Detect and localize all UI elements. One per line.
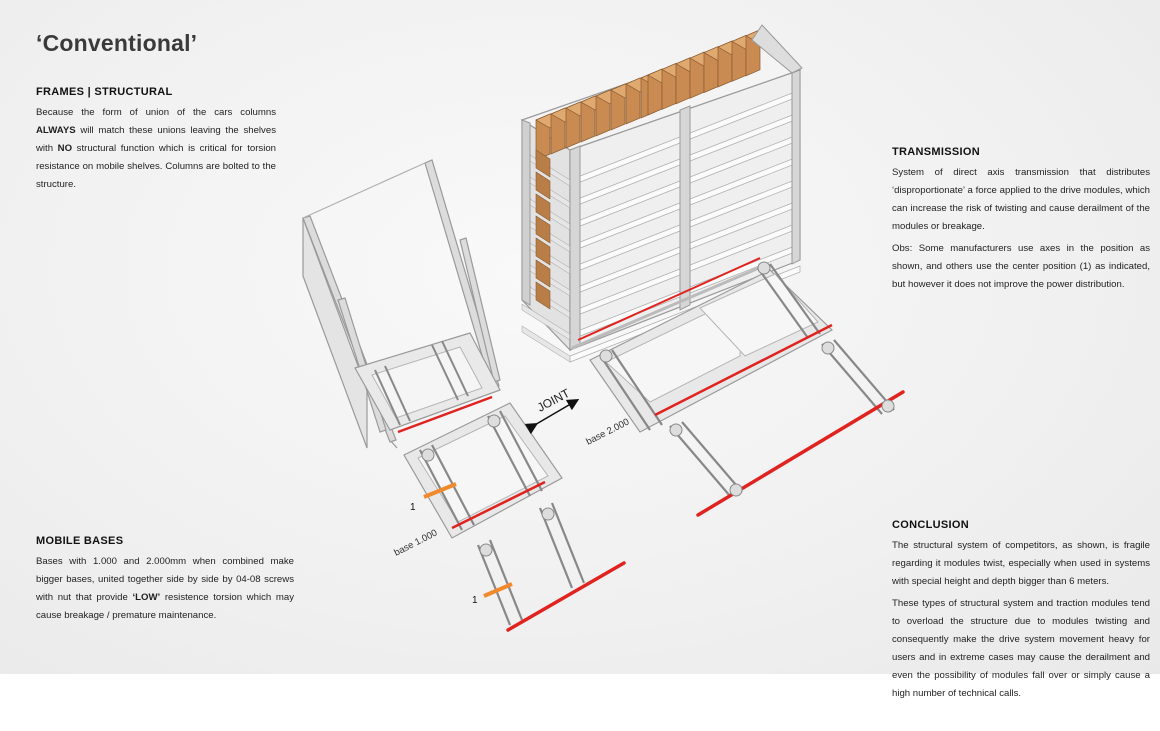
- marker-1-lower: 1: [472, 595, 478, 606]
- frames-heading: FRAMES | STRUCTURAL: [36, 86, 173, 98]
- drive-module-right: [669, 339, 905, 517]
- archive-box-side: [535, 215, 551, 244]
- conclusion-section: CONCLUSION The structural system of comp…: [892, 519, 1150, 703]
- marker-1-upper: 1: [410, 502, 416, 513]
- frames-text-2: will match these unions leaving the shel…: [36, 125, 276, 154]
- mobile-bases-bold-low: ‘LOW’: [132, 592, 161, 603]
- conclusion-paragraph-2: These types of structural system and tra…: [892, 598, 1150, 699]
- archive-box-side: [535, 259, 551, 288]
- base-1000-label: base 1.000: [392, 528, 439, 559]
- conclusion-paragraph-1: The structural system of competitors, as…: [892, 540, 1150, 587]
- joint-arrow: [524, 398, 580, 435]
- archive-box-side: [535, 281, 551, 310]
- shelf-side: [521, 325, 571, 363]
- page-title: ‘Conventional’: [36, 30, 198, 56]
- archive-box-side: [535, 237, 551, 266]
- transmission-paragraph-2: Obs: Some manufacturers use axes in the …: [892, 243, 1150, 290]
- archive-box-side: [535, 193, 551, 222]
- archive-box-side: [535, 171, 551, 200]
- mobile-bases-text-1: Bases with 1.000 and 2.000mm when combin…: [36, 556, 294, 603]
- transmission-section: TRANSMISSION System of direct axis trans…: [892, 146, 1150, 294]
- mobile-bases-heading: MOBILE BASES: [36, 535, 124, 547]
- mobile-bases-section: MOBILE BASES Bases with 1.000 and 2.000m…: [36, 535, 294, 625]
- base-2000: [589, 261, 834, 433]
- frames-bold-always: ALWAYS: [36, 125, 76, 136]
- mobile-bases-text-2: resistence torsion which may cause break…: [36, 592, 294, 621]
- transmission-paragraph-1: System of direct axis transmission that …: [892, 167, 1150, 232]
- mobile-bases-text: Bases with 1.000 and 2.000mm when combin…: [36, 553, 294, 625]
- base-1000: [403, 402, 563, 539]
- base-left-under-frame: [354, 332, 501, 434]
- frames-text-1: Because the form of union of the cars co…: [36, 107, 276, 118]
- drive-module-lower: [476, 502, 626, 632]
- frames-structural-section: FRAMES | STRUCTURAL Because the form of …: [36, 86, 276, 194]
- frames-bold-no: NO: [57, 143, 73, 154]
- conclusion-heading: CONCLUSION: [892, 519, 969, 531]
- base-2000-label: base 2.000: [584, 417, 631, 448]
- joint-label: JOINT: [535, 386, 573, 415]
- frames-text-3: structural function which is critical fo…: [36, 143, 276, 190]
- archive-box-side: [535, 149, 551, 178]
- frames-text: Because the form of union of the cars co…: [36, 104, 276, 194]
- transmission-heading: TRANSMISSION: [892, 146, 980, 158]
- archive-boxes: [535, 29, 775, 310]
